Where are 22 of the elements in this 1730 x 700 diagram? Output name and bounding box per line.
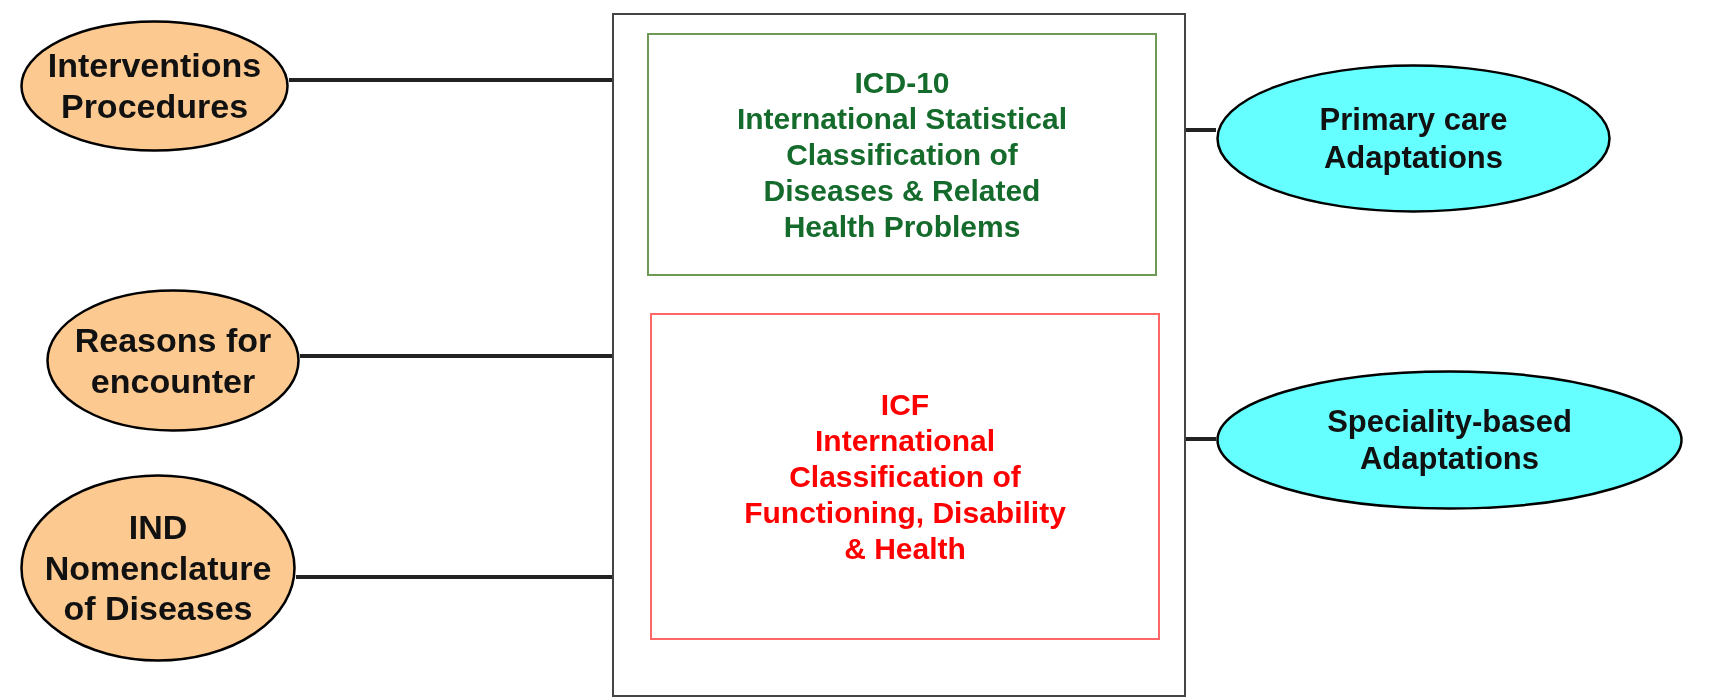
- connector-line: [296, 575, 612, 579]
- classification-box: [650, 313, 1160, 640]
- node-label: ICF: [880, 386, 930, 423]
- connector-line: [1186, 437, 1216, 441]
- ellipse-node: [1216, 370, 1683, 510]
- node-label: Primary care Adaptations: [1318, 101, 1509, 176]
- node-label: ICD-10: [854, 64, 950, 101]
- frame-box: [612, 13, 1186, 697]
- ellipse-node: [20, 474, 296, 662]
- ellipse-node: [1216, 64, 1611, 213]
- node-label: IND Nomenclature of Diseases: [44, 506, 272, 630]
- node-label: Speciality-based Adaptations: [1326, 402, 1573, 478]
- node-label: International Classification of Functioning, Disability & Health: [743, 422, 1067, 567]
- classification-box: [647, 33, 1157, 276]
- connector-line: [289, 78, 612, 82]
- ellipse-node: [46, 289, 300, 432]
- connector-line: [1186, 128, 1216, 132]
- node-label: Interventions Procedures: [46, 45, 263, 127]
- node-label: Reasons for encounter: [73, 319, 273, 402]
- ellipse-node: [20, 20, 289, 152]
- connector-line: [300, 354, 612, 358]
- node-label: International Statistical Classification of Diseases & Related Health Problems: [735, 100, 1069, 245]
